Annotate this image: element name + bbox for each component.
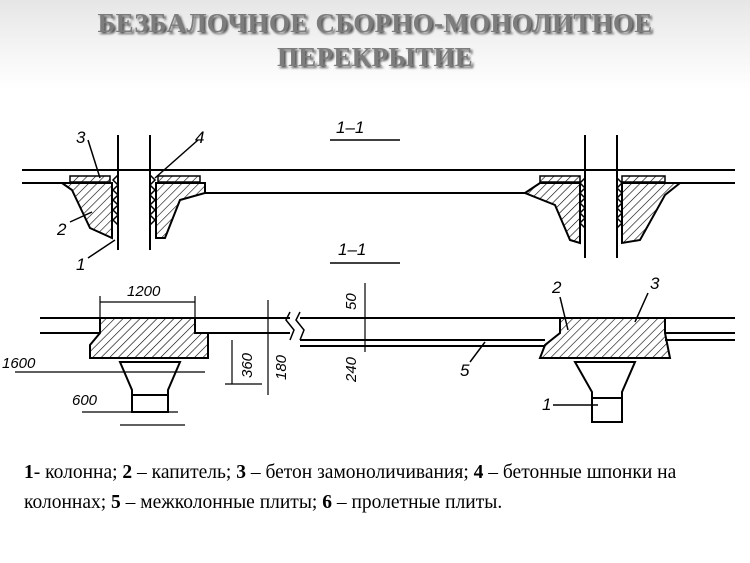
section-label-top: 1–1: [336, 118, 364, 137]
legend-text-1: - колонна;: [33, 462, 123, 483]
capital-left-top: [58, 175, 206, 240]
dimension-180: 180: [273, 354, 290, 380]
callout-5-bottom: 5: [460, 361, 470, 380]
legend-num-5: 5: [111, 492, 121, 513]
dimension-1600: 1600: [2, 355, 36, 372]
callout-3-bottom: 3: [650, 274, 660, 293]
section-label-bottom: 1–1: [338, 240, 366, 259]
column-left-top: [111, 135, 157, 250]
title-line-2: ПЕРЕКРЫТИЕ: [276, 42, 474, 72]
legend-caption: 1- колонна; 2 – капитель; 3 – бетон замо…: [24, 458, 724, 518]
legend-text-6: – пролетные плиты.: [331, 492, 503, 513]
top-section: [22, 135, 735, 259]
dimension-360: 360: [239, 352, 256, 378]
legend-num-1: 1: [24, 462, 34, 483]
capital-right-bottom: [538, 317, 672, 423]
legend-num-6: 6: [322, 492, 332, 513]
dimension-1200: 1200: [127, 283, 161, 300]
legend-text-4: – бетонные шпонки на колоннах;: [24, 462, 677, 513]
capital-right-top: [522, 175, 683, 245]
legend-text-2: – капитель;: [132, 462, 237, 483]
capital-left-bottom: [89, 317, 209, 413]
callout-2-bottom: 2: [551, 278, 562, 297]
dimension-600: 600: [72, 392, 98, 409]
page-title: БЕЗБАЛОЧНОЕ СБОРНО-МОНОЛИТНОЕ ПЕРЕКРЫТИЕ: [0, 6, 750, 74]
column-right-top: [578, 135, 624, 258]
legend-num-2: 2: [122, 462, 133, 483]
legend-text-5: – межколонные плиты;: [120, 492, 323, 513]
title-line-1: БЕЗБАЛОЧНОЕ СБОРНО-МОНОЛИТНОЕ: [97, 8, 653, 38]
dimension-240: 240: [343, 356, 360, 383]
title-band: [0, 0, 750, 90]
callout-1-bottom: 1: [542, 395, 551, 414]
dimension-50: 50: [343, 293, 360, 310]
callout-1-top: 1: [76, 255, 85, 274]
callout-2-top: 2: [56, 220, 67, 239]
legend-num-4: 4: [473, 462, 484, 483]
legend-num-3: 3: [236, 462, 246, 483]
callout-3-top: 3: [76, 128, 86, 147]
callout-4-top: 4: [195, 128, 204, 147]
bottom-section: [15, 262, 735, 426]
legend-text-3: – бетон замоноличивания;: [245, 462, 474, 483]
